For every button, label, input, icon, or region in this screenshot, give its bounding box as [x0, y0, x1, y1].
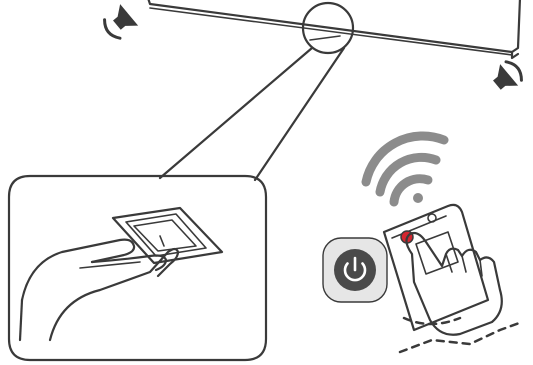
zoom-circle	[301, 1, 355, 55]
power-icon	[343, 256, 367, 282]
speaker-icon	[103, 4, 139, 40]
remote-control	[382, 203, 524, 354]
callout-box	[7, 174, 268, 362]
speaker-icon	[493, 60, 523, 90]
zoom-callout-lines	[158, 1, 355, 182]
joystick-button	[111, 206, 224, 265]
remote-hand-icon	[405, 231, 503, 336]
wifi-signal-icon	[361, 131, 449, 207]
power-badge	[322, 237, 388, 303]
tv-bottom-edge	[147, 0, 522, 60]
hand-icon	[18, 238, 180, 342]
